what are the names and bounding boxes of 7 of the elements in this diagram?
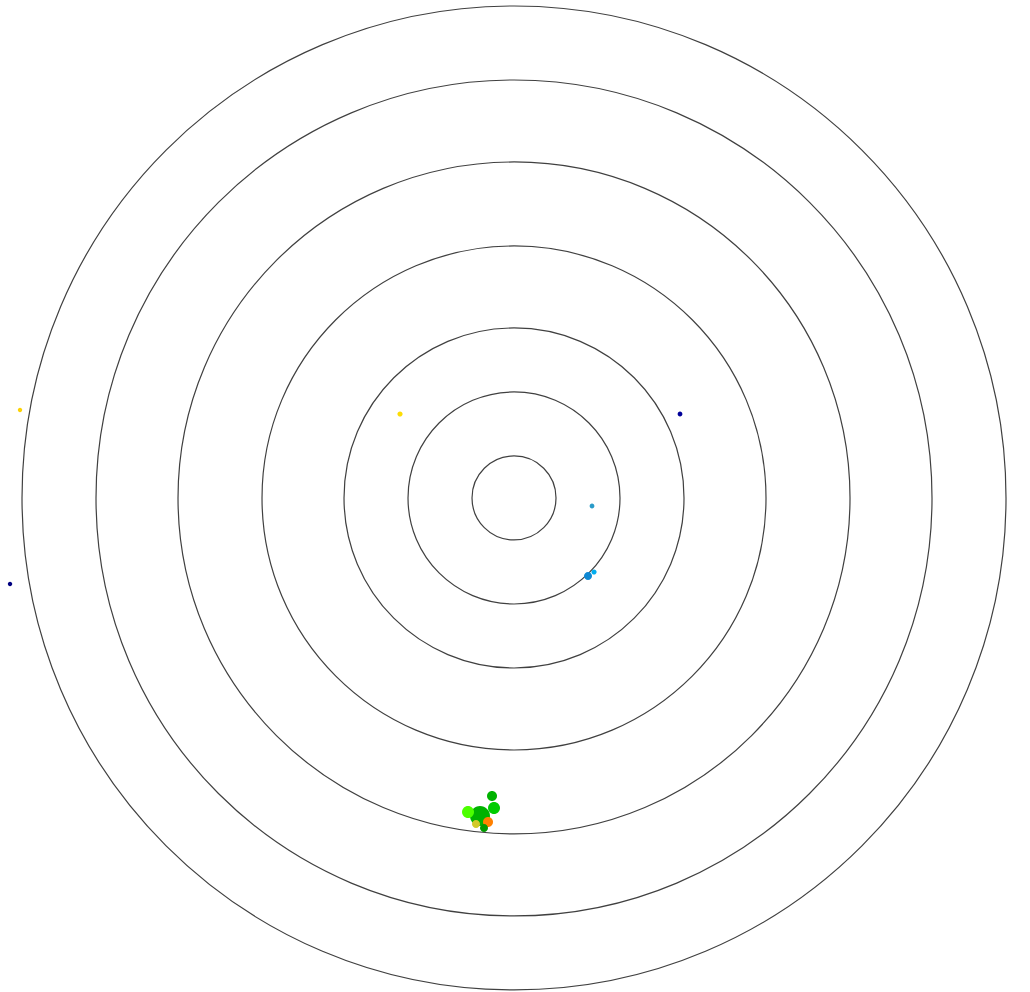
range-ring: [261, 245, 767, 751]
range-ring: [471, 455, 557, 541]
range-ring: [95, 79, 933, 917]
range-ring: [177, 161, 851, 835]
range-ring: [343, 327, 685, 669]
range-ring: [407, 391, 621, 605]
range-ring: [21, 5, 1007, 991]
